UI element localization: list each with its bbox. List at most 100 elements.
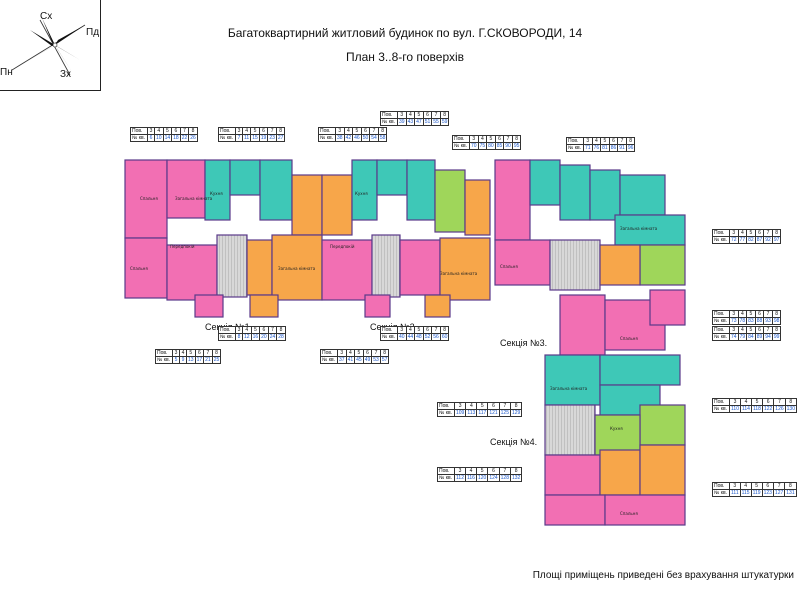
floor-cell: 7 bbox=[498, 402, 512, 410]
apartment-number-cell: 54 bbox=[369, 134, 379, 142]
room-label-living: Загальна кімната bbox=[550, 386, 588, 391]
floor-cell: 6 bbox=[259, 326, 269, 334]
floor-cell: 4 bbox=[737, 326, 748, 334]
floor-row-label: Пов. bbox=[437, 402, 455, 410]
apartment-number-cell: 82 bbox=[746, 236, 756, 244]
apartment-number-cell: 120 bbox=[475, 474, 489, 482]
floor-cell: 3 bbox=[453, 402, 467, 410]
apartment-number-cell: 59 bbox=[439, 118, 450, 126]
apartment-number-cell: 17 bbox=[194, 356, 205, 364]
floor-cell: 6 bbox=[171, 127, 181, 135]
apartment-row-label: № кв. bbox=[380, 118, 398, 126]
floor-row-label: Пов. bbox=[155, 349, 173, 357]
apartment-number-cell: 130 bbox=[784, 405, 797, 413]
apartment-number-cell: 90 bbox=[503, 142, 513, 150]
apartment-number-cell: 132 bbox=[509, 474, 523, 482]
floor-row-label: Пов. bbox=[712, 482, 730, 490]
apartment-row-label: № кв. bbox=[218, 134, 236, 142]
floor-cell: 8 bbox=[784, 398, 797, 406]
apartment-number-cell: 18 bbox=[171, 134, 181, 142]
floor-cell: 6 bbox=[487, 467, 500, 475]
floor-cell: 5 bbox=[250, 127, 260, 135]
floor-row-label: Пов. bbox=[380, 326, 398, 334]
apartment-number-cell: 12 bbox=[242, 333, 252, 341]
floor-cell: 3 bbox=[397, 326, 407, 334]
apartment-number-cell: 60 bbox=[439, 333, 450, 341]
floor-cell: 4 bbox=[591, 137, 602, 145]
compass-south-label: Зх bbox=[60, 69, 72, 80]
floor-cell: 5 bbox=[352, 127, 362, 135]
apartment-number-cell: 15 bbox=[250, 134, 260, 142]
floor-cell: 7 bbox=[773, 398, 786, 406]
apartment-row-label: № кв. bbox=[452, 142, 470, 150]
floor-cell: 3 bbox=[235, 326, 243, 334]
floor-cell: 3 bbox=[335, 127, 345, 135]
apartment-number-cell: 47 bbox=[414, 118, 424, 126]
floor-cell: 8 bbox=[771, 326, 782, 334]
apartment-number-cell: 8 bbox=[235, 333, 243, 341]
apartment-row-label: № кв. bbox=[155, 356, 173, 364]
apartment-number-cell: 45 bbox=[354, 356, 364, 364]
apartment-number-cell: 112 bbox=[454, 474, 466, 482]
floor-cell: 4 bbox=[345, 349, 356, 357]
compass-frame bbox=[0, 0, 101, 91]
apartment-number-cell: 50 bbox=[360, 134, 371, 142]
apartment-number-cell: 92 bbox=[763, 236, 773, 244]
apartment-number-cell: 131 bbox=[784, 489, 797, 497]
room-label-bedroom: Спальня bbox=[130, 266, 148, 271]
floor-cell: 4 bbox=[465, 402, 478, 410]
apartment-number-cell: 71 bbox=[583, 144, 593, 152]
floor-cell: 3 bbox=[454, 467, 466, 475]
floor-cell: 5 bbox=[162, 127, 173, 135]
apartment-number-cell: 10 bbox=[154, 134, 164, 142]
floor-cell: 3 bbox=[729, 229, 739, 237]
apartment-number-cell: 55 bbox=[431, 118, 441, 126]
floor-cell: 8 bbox=[211, 349, 222, 357]
apartment-number-cell: 85 bbox=[494, 142, 505, 150]
floor-cell: 8 bbox=[625, 137, 636, 145]
floor-cell: 7 bbox=[369, 127, 379, 135]
apartment-row-label: № кв. bbox=[380, 333, 398, 341]
floor-cell: 6 bbox=[761, 398, 775, 406]
floor-cell: 3 bbox=[729, 398, 741, 406]
apartment-number-cell: 123 bbox=[761, 489, 774, 497]
floor-cell: 5 bbox=[250, 326, 261, 334]
floor-cell: 7 bbox=[371, 349, 381, 357]
room-label-living: Загальна кімната bbox=[278, 266, 316, 271]
floor-cell: 5 bbox=[186, 349, 196, 357]
apartment-number-cell: 125 bbox=[498, 409, 512, 417]
room-label-hall: Передпокій bbox=[330, 244, 355, 249]
apartment-number-cell: 94 bbox=[763, 333, 773, 341]
apartment-number-cell: 37 bbox=[337, 356, 347, 364]
apartment-number-cell: 53 bbox=[371, 356, 381, 364]
apartment-number-cell: 27 bbox=[275, 134, 286, 142]
floor-cell: 7 bbox=[498, 467, 512, 475]
apartment-number-cell: 24 bbox=[267, 333, 278, 341]
apartment-number-cell: 41 bbox=[345, 356, 356, 364]
floor-cell: 4 bbox=[405, 111, 416, 119]
apartment-number-cell: 56 bbox=[431, 333, 441, 341]
room-label-hall: Передпокій bbox=[170, 244, 195, 249]
floor-cell: 8 bbox=[439, 111, 450, 119]
